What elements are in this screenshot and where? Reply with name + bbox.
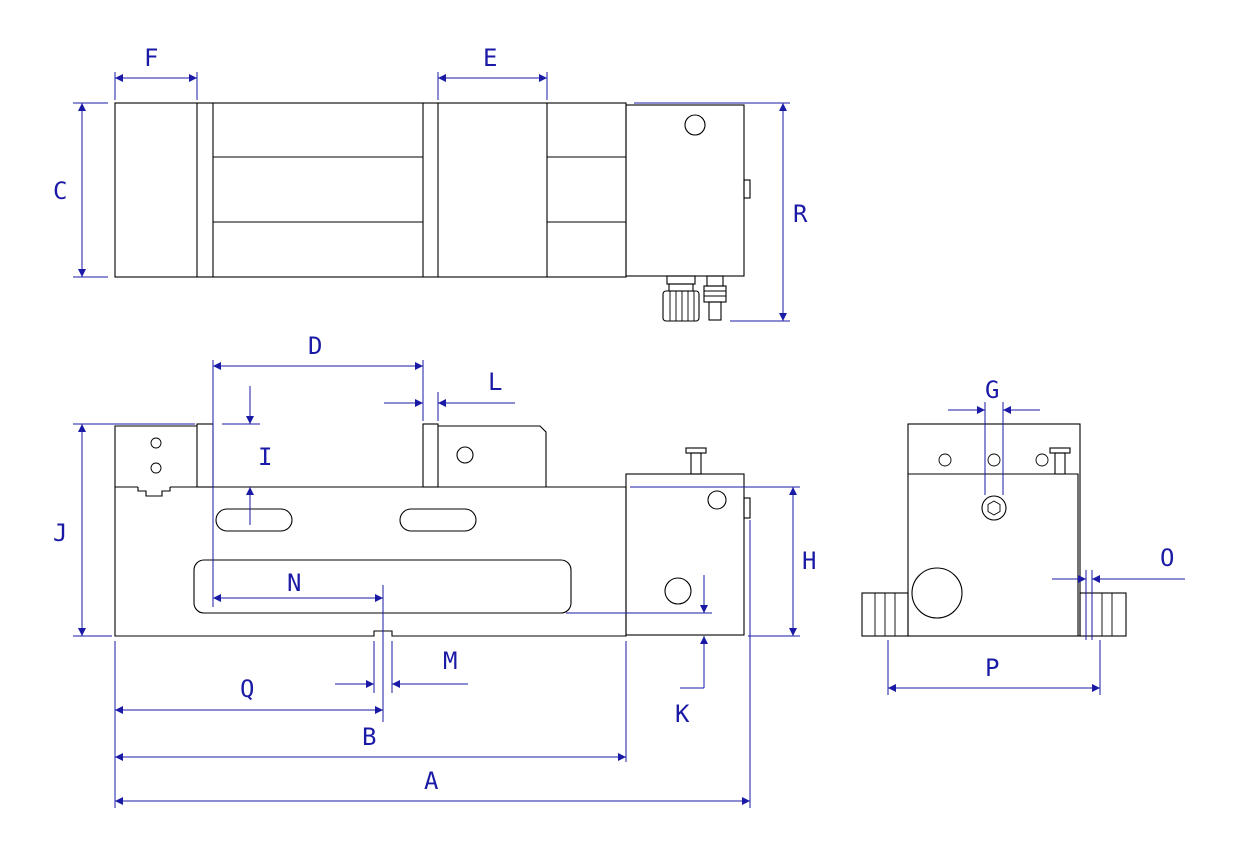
label-e: E bbox=[483, 44, 497, 72]
label-a: A bbox=[424, 767, 439, 795]
label-c: C bbox=[53, 177, 67, 205]
label-p: P bbox=[985, 654, 999, 682]
side-clamp-right bbox=[1079, 592, 1127, 637]
label-m: M bbox=[443, 647, 457, 675]
label-k: K bbox=[675, 700, 690, 728]
fitting-right bbox=[703, 275, 727, 321]
side-clamp-left bbox=[861, 592, 909, 637]
top-view bbox=[73, 72, 790, 322]
label-f: F bbox=[144, 44, 158, 72]
label-q: Q bbox=[240, 675, 254, 703]
label-n: N bbox=[287, 569, 301, 597]
side-view bbox=[861, 402, 1185, 695]
fitting-left bbox=[662, 275, 700, 322]
label-d: D bbox=[308, 332, 322, 360]
label-r: R bbox=[793, 200, 808, 228]
label-b: B bbox=[362, 723, 376, 751]
label-l: L bbox=[488, 368, 502, 396]
label-o: O bbox=[1160, 544, 1174, 572]
label-j: J bbox=[53, 519, 67, 547]
front-view bbox=[73, 360, 800, 808]
label-h: H bbox=[802, 547, 816, 575]
label-i: I bbox=[258, 443, 272, 471]
label-g: G bbox=[985, 376, 999, 404]
